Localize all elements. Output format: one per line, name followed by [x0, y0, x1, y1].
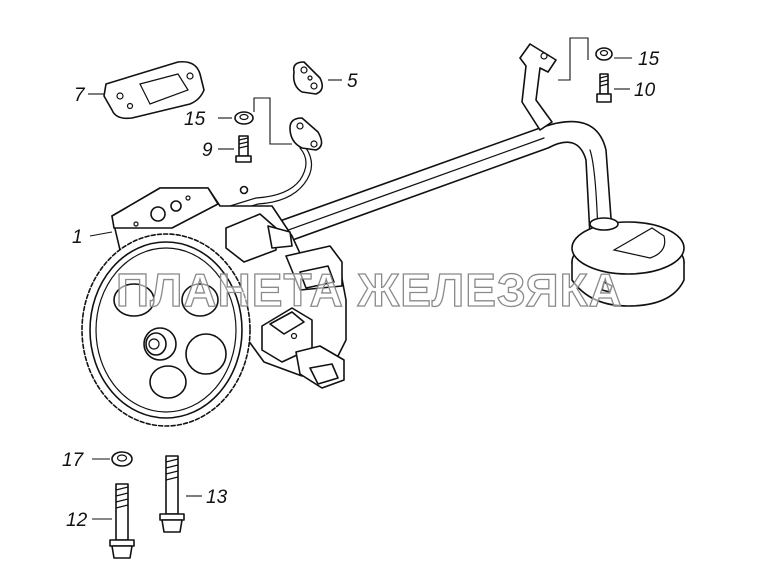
washer-15-right — [595, 47, 613, 61]
gasket-7 — [103, 60, 205, 120]
callout-17: 17 — [62, 450, 85, 471]
bolt-12 — [109, 483, 135, 559]
washer-17 — [111, 451, 133, 467]
pressure-tube — [229, 147, 313, 213]
callout-5: 5 — [347, 71, 358, 92]
callout-10: 10 — [634, 80, 656, 101]
bolt-13 — [159, 455, 185, 533]
callout-12: 12 — [66, 510, 88, 531]
washer-15-left — [234, 111, 254, 125]
callout-7: 7 — [74, 85, 86, 106]
bolt-9 — [235, 135, 252, 163]
callout-13: 13 — [206, 487, 228, 508]
callout-15-left: 15 — [184, 109, 206, 130]
callout-15-right: 15 — [638, 49, 660, 70]
bolt-10 — [596, 73, 612, 103]
callout-labels: 7 5 15 9 1 15 10 17 13 12 — [62, 49, 660, 531]
leader-lines — [88, 37, 632, 520]
watermark-text: ПЛАНЕТА ЖЕЛЕЗЯКА — [116, 264, 623, 316]
drive-gear — [81, 233, 251, 427]
pipe-bracket — [519, 43, 557, 131]
callout-1: 1 — [72, 227, 83, 248]
callout-9: 9 — [202, 140, 213, 161]
tube-flange — [289, 117, 323, 151]
flange-5 — [292, 61, 324, 95]
oil-strainer — [571, 217, 685, 307]
